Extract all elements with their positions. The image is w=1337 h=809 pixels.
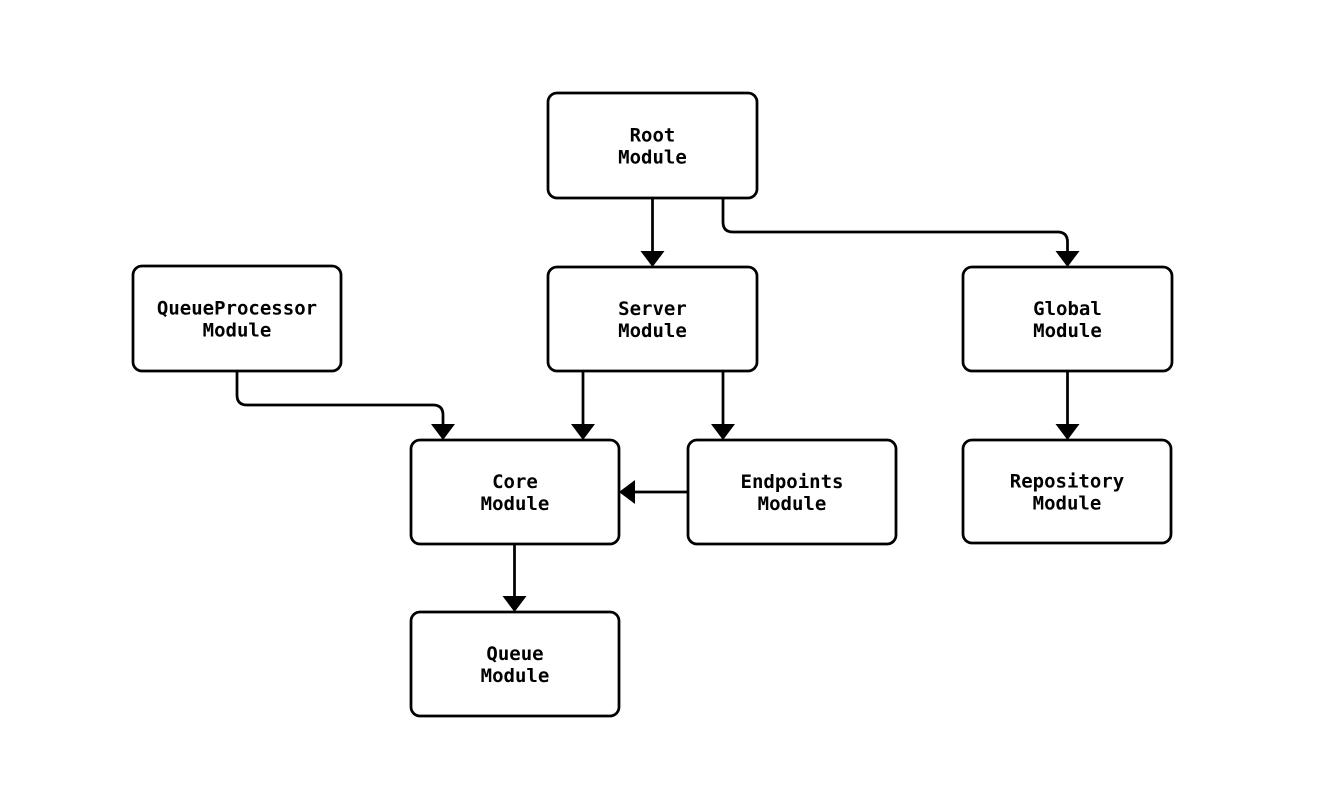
arrowhead-global-repository xyxy=(1055,424,1080,440)
node-box-root xyxy=(546,91,759,200)
arrowhead-queueprocessor-core xyxy=(431,424,455,440)
arrowhead-root-global xyxy=(1055,251,1080,267)
arrowhead-core-queue xyxy=(502,596,527,612)
node-box-global xyxy=(961,265,1174,373)
node-box-repository xyxy=(961,438,1173,545)
edge-root-global xyxy=(721,198,1069,251)
arrowhead-endpoints-core xyxy=(619,480,635,504)
node-box-endpoints xyxy=(686,438,898,546)
arrowhead-server-core xyxy=(571,424,595,440)
node-box-queue xyxy=(409,610,621,718)
arrowhead-server-endpoints xyxy=(711,424,735,440)
node-box-queueprocessor xyxy=(131,264,343,373)
node-box-core xyxy=(409,438,621,546)
edge-queueprocessor-core xyxy=(235,371,445,424)
node-box-server xyxy=(546,265,759,373)
arrowhead-root-server xyxy=(640,251,665,267)
